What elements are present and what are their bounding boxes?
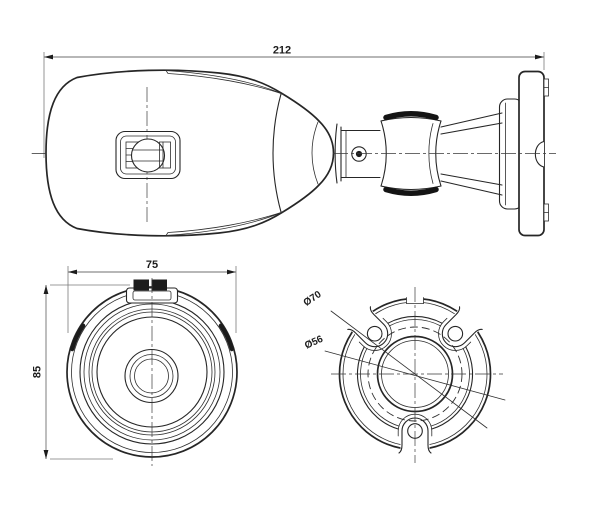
sunshade-lip-right bbox=[218, 323, 234, 352]
side-view: 212 bbox=[31, 45, 556, 237]
dim-label-height: 85 bbox=[32, 366, 44, 378]
clip-tab-right bbox=[151, 279, 167, 291]
dim-length-212: 212 bbox=[43, 45, 545, 158]
lens bbox=[124, 348, 179, 404]
screw-slot-upper-left bbox=[347, 306, 393, 352]
arrowhead-top bbox=[43, 285, 49, 294]
dim-label-width: 75 bbox=[146, 259, 158, 271]
knob-slot bbox=[159, 141, 171, 169]
bracket-arms bbox=[440, 112, 503, 196]
hood-joint-curve bbox=[272, 93, 282, 213]
sunshade-seam-bottom bbox=[165, 211, 285, 236]
arrowhead-bottom bbox=[43, 450, 49, 459]
bracket-neck bbox=[340, 126, 381, 182]
lens-glass bbox=[134, 358, 169, 394]
dim-label-center-hole: Ø56 bbox=[303, 334, 325, 352]
arrowhead-left bbox=[44, 54, 53, 60]
rear-view: Ø70 Ø56 bbox=[302, 287, 506, 463]
hood-back-edge bbox=[311, 121, 319, 185]
arrowhead-left bbox=[68, 269, 77, 275]
dim-label-length: 212 bbox=[273, 45, 291, 57]
knurled-ring-top bbox=[383, 111, 439, 121]
knob-screw bbox=[130, 138, 166, 173]
knob-outer-frame bbox=[115, 130, 181, 180]
knob-inner-frame bbox=[120, 135, 176, 175]
camera-body-outline bbox=[45, 69, 335, 237]
dim-label-bolt-circle: Ø70 bbox=[302, 289, 324, 309]
arrowhead-right bbox=[535, 54, 544, 60]
leader-bolt-circle bbox=[330, 310, 488, 429]
body-knob bbox=[115, 87, 181, 222]
screw-hole bbox=[366, 325, 383, 342]
knurled-ring-bottom bbox=[383, 186, 439, 196]
cable-notch bbox=[534, 140, 545, 168]
screw-slot-upper-right bbox=[437, 306, 483, 352]
screw-hole bbox=[447, 325, 464, 342]
leader-center-hole bbox=[324, 350, 506, 401]
dim-width-75: 75 bbox=[67, 259, 237, 333]
clip-tab-left bbox=[133, 279, 149, 291]
dim-height-85: 85 bbox=[32, 284, 130, 460]
sunshade-seam-top bbox=[165, 70, 285, 95]
lens-bezel bbox=[124, 348, 179, 404]
arrowhead-right bbox=[227, 269, 236, 275]
sunshade-lip-left bbox=[70, 323, 86, 352]
front-view: 75 85 bbox=[32, 259, 238, 466]
pivot-screw-center bbox=[355, 150, 363, 158]
